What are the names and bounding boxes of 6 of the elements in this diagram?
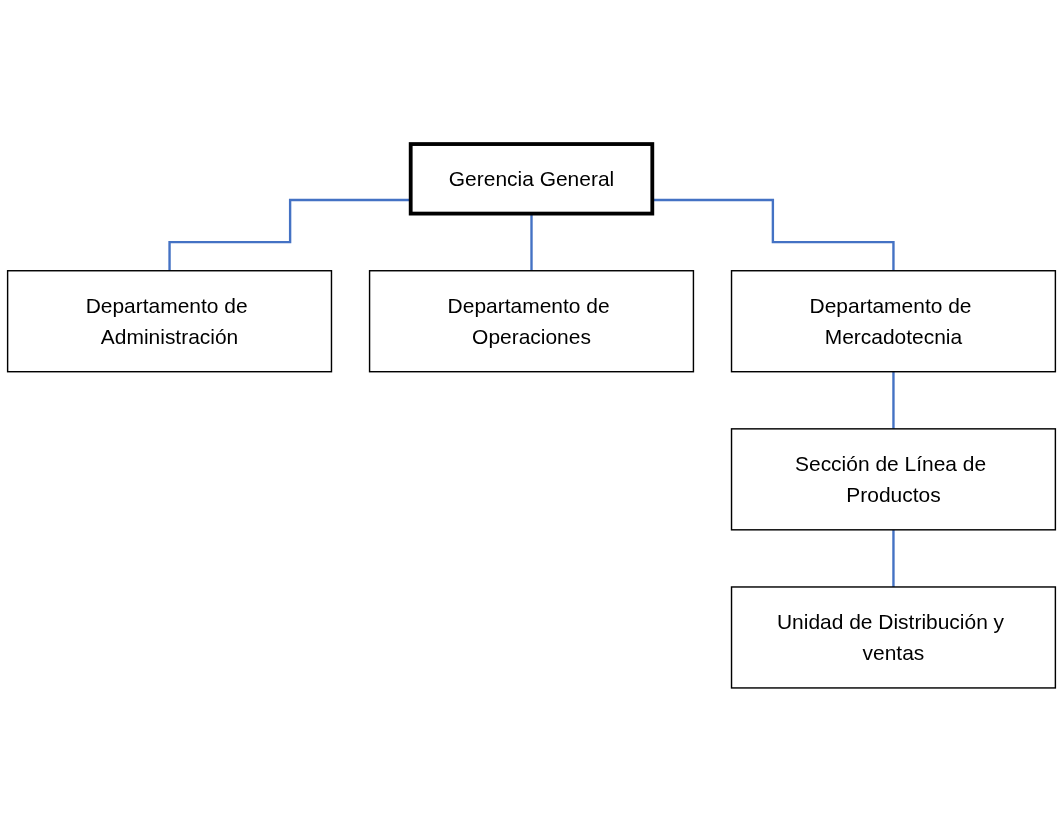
node-box: Unidad de Distribución y ventas xyxy=(730,586,1057,689)
node-box: Departamento de Mercadotecnia xyxy=(730,270,1057,373)
node-box: Gerencia General xyxy=(408,142,655,216)
node-box: Departamento de Operaciones xyxy=(368,270,695,373)
node-box: Departamento de Administración xyxy=(6,270,333,373)
node-box: Sección de Línea de Productos xyxy=(730,428,1057,531)
